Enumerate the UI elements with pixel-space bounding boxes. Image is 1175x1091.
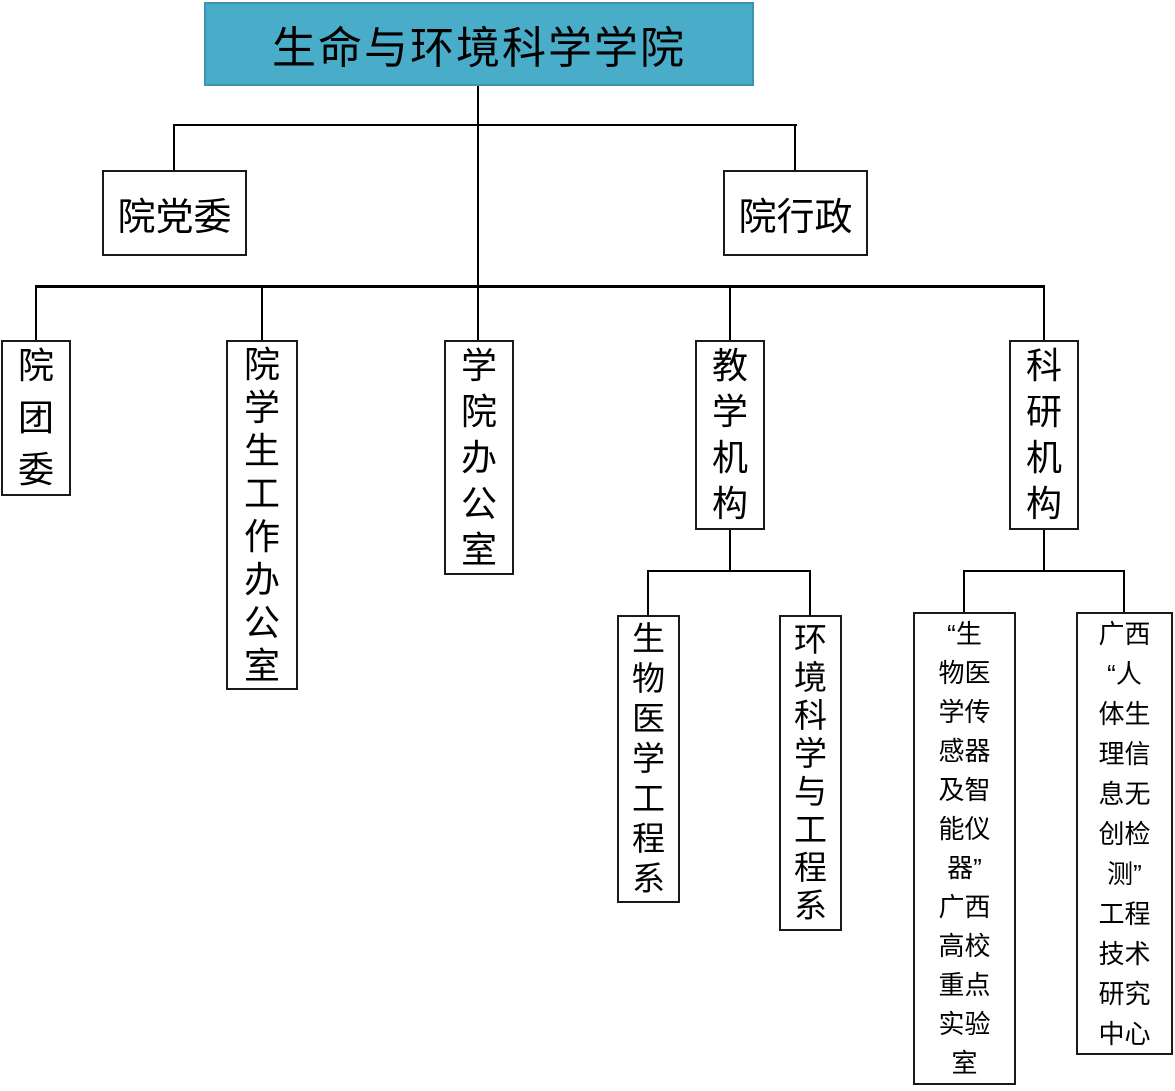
node-biomedical-engineering-dept: 生 物 医 学 工 程 系: [617, 615, 680, 903]
connector-teaching-horizontal: [647, 570, 811, 572]
node-environmental-science-dept: 环 境 科 学 与 工 程 系: [779, 615, 842, 931]
node-administration: 院行政: [723, 170, 868, 256]
node-engineering-tech-research-center: 广西 “人 体生 理信 息无 创检 测” 工程 技术 研究 中心: [1076, 612, 1173, 1055]
connector-level2-horizontal: [173, 124, 797, 126]
node-teaching-institutions: 教 学 机 构: [695, 340, 765, 530]
node-research-institutions: 科 研 机 构: [1009, 340, 1079, 530]
connector-root-vertical: [477, 86, 479, 340]
root-box-college-title: 生命与环境科学学院: [204, 2, 754, 86]
connector-teaching-drop: [729, 287, 731, 340]
node-party-committee: 院党委: [102, 170, 247, 256]
connector-research-down: [1043, 530, 1045, 570]
connector-biomed-drop: [647, 570, 649, 615]
connector-tech-center-drop: [1123, 570, 1125, 612]
connector-level3-horizontal: [35, 285, 1045, 288]
node-college-office: 学 院 办 公 室: [444, 340, 514, 575]
connector-teaching-down: [729, 530, 731, 570]
connector-party-drop: [173, 124, 175, 170]
connector-youth-drop: [35, 287, 37, 340]
node-sensor-key-laboratory: “生 物医 学传 感器 及智 能仪 器” 广西 高校 重点 实验 室: [913, 612, 1016, 1085]
connector-student-office-drop: [261, 287, 263, 340]
connector-sensor-lab-drop: [963, 570, 965, 612]
connector-research-drop: [1043, 287, 1045, 340]
connector-env-drop: [809, 570, 811, 615]
connector-admin-drop: [794, 124, 796, 170]
node-youth-league: 院 团 委: [1, 340, 71, 496]
node-student-affairs-office: 院 学 生 工 作 办 公 室: [226, 340, 298, 690]
connector-research-horizontal: [963, 570, 1125, 572]
